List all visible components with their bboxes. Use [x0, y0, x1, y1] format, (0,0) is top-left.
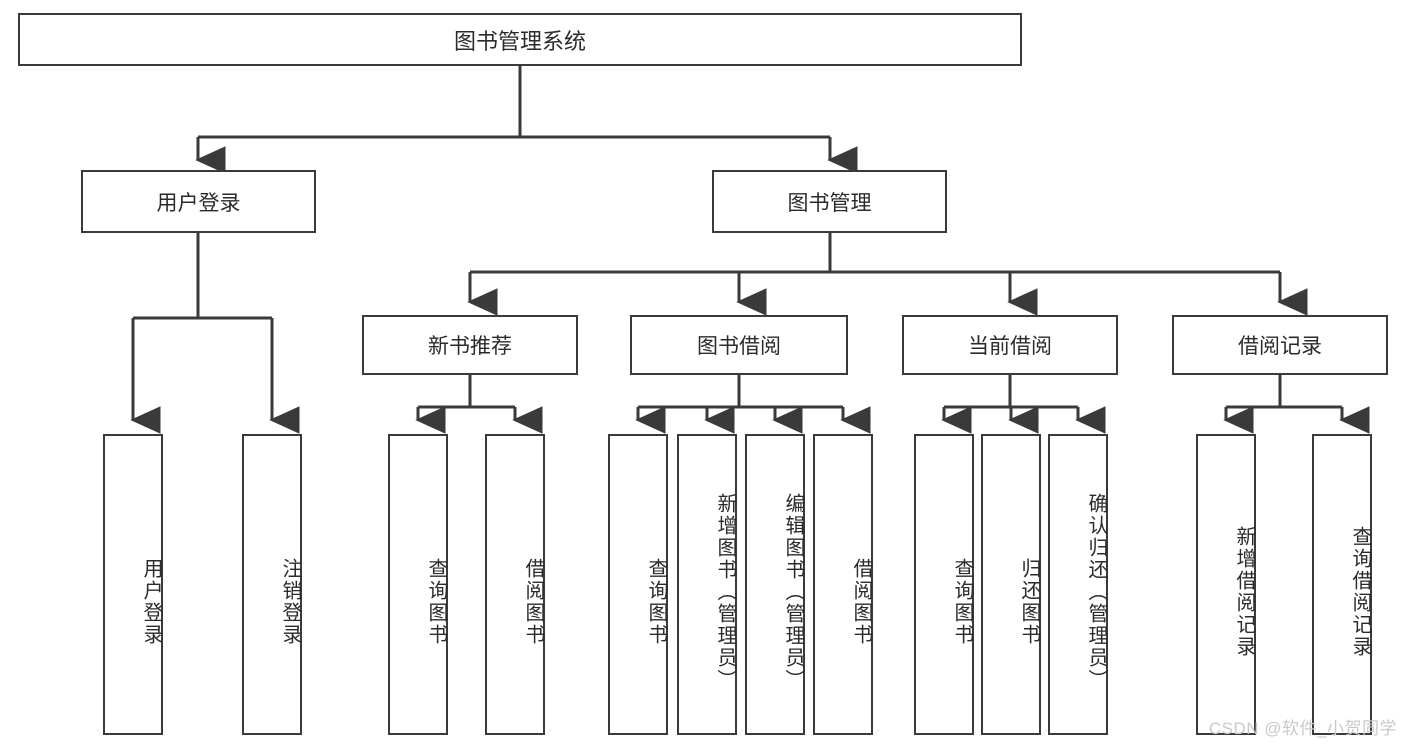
node-book-borrow[interactable]: 图书借阅 — [630, 315, 848, 375]
leaf-node-label: 新增借阅记录 — [1233, 525, 1255, 658]
node-book-management-label: 图书管理 — [787, 191, 872, 215]
leaf-node[interactable]: 用户登录 — [103, 434, 163, 735]
node-borrow-record-label: 借阅记录 — [1238, 335, 1322, 358]
node-current-borrow-label: 当前借阅 — [968, 335, 1052, 358]
leaf-node-label: 归还图书 — [1018, 557, 1040, 646]
leaf-node[interactable]: 确认归还（管理员） — [1048, 434, 1108, 735]
leaf-node[interactable]: 借阅图书 — [813, 434, 873, 735]
leaf-node[interactable]: 注销登录 — [242, 434, 302, 735]
node-user-login-label: 用户登录 — [156, 191, 241, 215]
node-current-borrow[interactable]: 当前借阅 — [902, 315, 1118, 375]
leaf-node[interactable]: 查询借阅记录 — [1312, 434, 1372, 735]
leaf-node-label: 编辑图书（管理员） — [782, 492, 804, 691]
leaf-node-label: 查询借阅记录 — [1349, 525, 1371, 658]
leaf-node-label: 借阅图书 — [850, 557, 872, 646]
leaf-node[interactable]: 查询图书 — [388, 434, 448, 735]
leaf-node-label: 新增图书（管理员） — [714, 492, 736, 691]
leaf-node-label: 注销登录 — [279, 557, 301, 646]
node-new-book-recommend-label: 新书推荐 — [428, 335, 512, 358]
node-root[interactable]: 图书管理系统 — [18, 13, 1022, 66]
node-new-book-recommend[interactable]: 新书推荐 — [362, 315, 578, 375]
node-borrow-record[interactable]: 借阅记录 — [1172, 315, 1388, 375]
leaf-node[interactable]: 查询图书 — [914, 434, 974, 735]
node-root-label: 图书管理系统 — [453, 28, 586, 54]
leaf-node[interactable]: 编辑图书（管理员） — [745, 434, 805, 735]
leaf-node[interactable]: 借阅图书 — [485, 434, 545, 735]
leaf-node[interactable]: 新增图书（管理员） — [677, 434, 737, 735]
leaf-node-label: 借阅图书 — [522, 557, 544, 646]
leaf-node-label: 查询图书 — [425, 557, 447, 646]
leaf-node-label: 确认归还（管理员） — [1085, 492, 1107, 691]
leaf-node-label: 用户登录 — [140, 557, 162, 646]
leaf-node[interactable]: 归还图书 — [981, 434, 1041, 735]
node-book-management[interactable]: 图书管理 — [712, 170, 947, 233]
leaf-node-label: 查询图书 — [951, 557, 973, 646]
leaf-node-label: 查询图书 — [645, 557, 667, 646]
leaf-node[interactable]: 查询图书 — [608, 434, 668, 735]
node-user-login[interactable]: 用户登录 — [81, 170, 316, 233]
leaf-node[interactable]: 新增借阅记录 — [1196, 434, 1256, 735]
watermark: CSDN @软件_小贺同学 — [1208, 719, 1397, 738]
node-book-borrow-label: 图书借阅 — [697, 335, 781, 358]
